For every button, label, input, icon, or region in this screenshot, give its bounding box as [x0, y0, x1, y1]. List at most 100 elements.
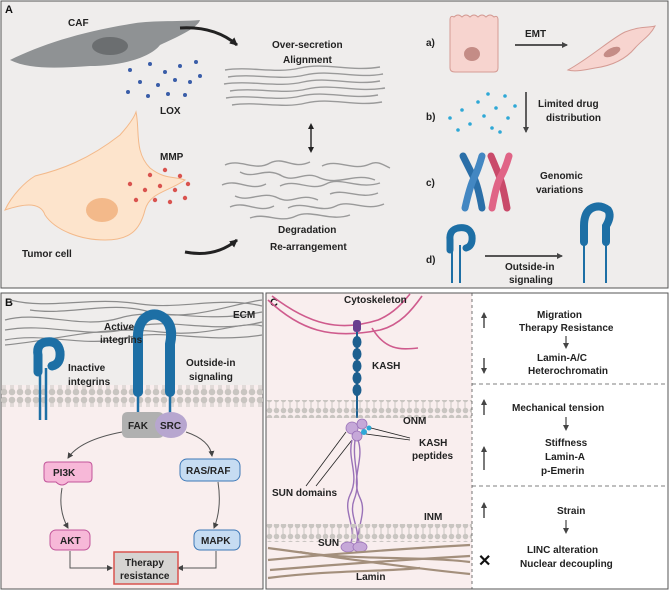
- therapy-line2: resistance: [120, 571, 170, 582]
- kash-peptide-pointer2: [365, 433, 411, 441]
- akt-node: [49, 529, 91, 551]
- caf-label: CAF: [68, 18, 89, 29]
- item-a-label: a): [426, 38, 435, 49]
- sun-domains-label: SUN domains: [272, 488, 337, 499]
- mapk-label: MAPK: [201, 536, 231, 547]
- sun-domain-pointer1: [305, 431, 347, 487]
- inactive-integrin: [33, 337, 65, 420]
- cytoskeleton-fibers: [267, 293, 423, 350]
- panel-a: A CAF LOX Over-secretion Alignment: [0, 0, 669, 289]
- mapk-to-therapy-arrow: [177, 551, 217, 571]
- chromosome-blue: [459, 152, 486, 212]
- sun-domain-pointer2: [315, 439, 353, 487]
- rearrangement-label: Re-arrangement: [270, 242, 347, 253]
- panel-b: B ECM Inactive integrins Active integ: [0, 292, 264, 590]
- active-line1: Active: [104, 322, 134, 333]
- r1-line2: Therapy Resistance: [519, 323, 614, 334]
- r2-line3: Lamin-A: [545, 452, 585, 463]
- cell-membrane-b: [1, 385, 263, 407]
- akt-label: AKT: [60, 536, 81, 547]
- alignment-label: Alignment: [283, 55, 333, 66]
- item-d-label: d): [426, 255, 435, 266]
- tumor-to-ecm-arrow: [184, 238, 238, 255]
- ecm-label: ECM: [233, 310, 255, 321]
- item-b-label: b): [426, 112, 435, 123]
- inactive-line2: integrins: [68, 377, 111, 388]
- kash-peptides-line1: KASH: [419, 438, 447, 449]
- fak-node: [122, 412, 164, 438]
- outside-in-b-line2: signaling: [189, 372, 233, 383]
- limited-drug-line1: Limited drug: [538, 99, 599, 110]
- akt-to-therapy-arrow: [69, 551, 113, 571]
- lamin-label: Lamin: [356, 572, 385, 583]
- over-secretion-label: Over-secretion: [272, 40, 343, 51]
- integrin-active-small: [580, 202, 614, 283]
- drug-dots: [448, 92, 517, 134]
- outside-in-b-line1: Outside-in: [186, 358, 235, 369]
- cross-mark-icon: ✕: [478, 553, 491, 570]
- fak-label: FAK: [128, 421, 149, 432]
- src-node: [155, 412, 187, 438]
- kash-peptide-pointer1: [370, 427, 411, 439]
- pi3k-label: PI3K: [53, 468, 76, 479]
- pi3k-to-akt-arrow: [60, 487, 69, 529]
- mapk-node: [193, 529, 241, 551]
- onm-membrane: [266, 400, 472, 418]
- r2-line2: Stiffness: [545, 438, 588, 449]
- r3-line1: Strain: [557, 506, 585, 517]
- limited-drug-line2: distribution: [546, 113, 601, 124]
- sun-base: [340, 541, 368, 553]
- sun-domains: [345, 418, 368, 442]
- outside-in-a-line1: Outside-in: [505, 262, 554, 273]
- item-c-label: c): [426, 178, 435, 189]
- caf-nucleus: [92, 37, 128, 55]
- r1-line3: Lamin-A/C: [537, 353, 587, 364]
- r1-line4: Heterochromatin: [528, 366, 608, 377]
- fak-to-pi3k-arrow: [67, 431, 123, 459]
- tumor-nucleus: [86, 198, 118, 222]
- active-integrin: [132, 309, 177, 420]
- mesenchymal-nucleus: [603, 46, 621, 58]
- sun-label: SUN: [318, 538, 339, 549]
- lox-label: LOX: [160, 106, 181, 117]
- tumor-cell: [4, 110, 187, 241]
- degraded-ecm-fibers: [221, 160, 391, 220]
- onm-label: ONM: [403, 416, 426, 427]
- genomic-line2: variations: [536, 185, 584, 196]
- kash-peptides: [361, 425, 372, 435]
- kash-label: KASH: [372, 361, 400, 372]
- tumor-cell-label: Tumor cell: [22, 249, 72, 260]
- pi3k-node: [43, 461, 93, 486]
- caf-to-ecm-arrow: [179, 26, 238, 47]
- genomic-line1: Genomic: [540, 171, 583, 182]
- epithelial-nucleus: [464, 47, 480, 61]
- cytoskeleton-label: Cytoskeleton: [344, 295, 407, 306]
- inm-membrane: [266, 524, 472, 542]
- chromosome-red: [487, 152, 513, 212]
- r2-line4: p-Emerin: [541, 466, 584, 477]
- mmp-dots: [127, 167, 191, 205]
- r3-line2: LINC alteration: [527, 545, 598, 556]
- inactive-line1: Inactive: [68, 363, 106, 374]
- panel-c-letter: C: [270, 297, 278, 309]
- src-label: SRC: [160, 421, 181, 432]
- lamin-fibers: [267, 543, 471, 580]
- inm-label: INM: [424, 512, 442, 523]
- therapy-resistance-box: [113, 551, 179, 585]
- kash-peptides-line2: peptides: [412, 451, 454, 462]
- active-line2: integrins: [100, 335, 143, 346]
- lox-dots: [126, 60, 202, 98]
- degradation-label: Degradation: [278, 225, 336, 236]
- ras-to-mapk-arrow: [213, 481, 220, 529]
- src-to-ras-arrow: [185, 431, 215, 457]
- r3-line3: Nuclear decoupling: [520, 559, 613, 570]
- panel-b-letter: B: [5, 297, 13, 309]
- panel-a-letter: A: [5, 4, 13, 16]
- aligned-ecm-fibers: [223, 65, 386, 106]
- ras-raf-label: RAS/RAF: [186, 466, 230, 477]
- mmp-label: MMP: [160, 152, 184, 163]
- r2-line1: Mechanical tension: [512, 403, 604, 414]
- epithelial-cell: [449, 14, 499, 73]
- panel-c: C Cytoskeleton KASH ONM: [265, 292, 669, 590]
